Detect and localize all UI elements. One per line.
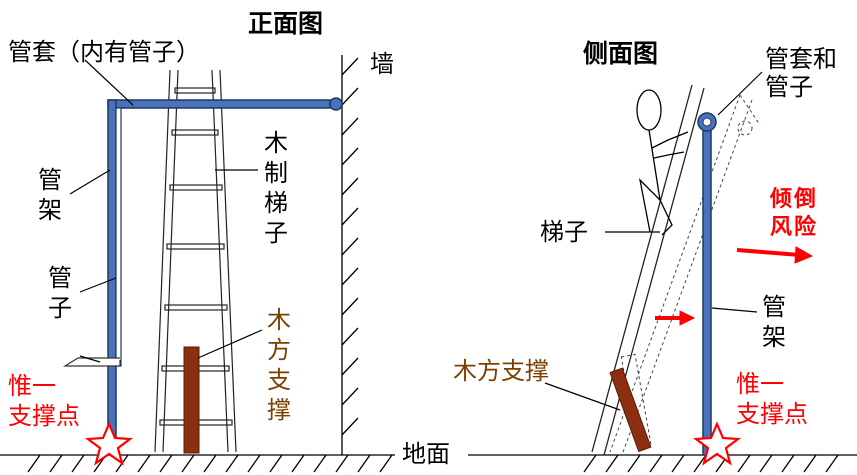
side-wood-support [609, 367, 652, 453]
front-ladder-label: 木制梯子 [264, 129, 288, 247]
ground-label: 地面 [402, 440, 450, 468]
front-only-support-label-1: 惟一 [8, 372, 56, 400]
front-only-support-label-2: 支撑点 [8, 402, 80, 430]
side-ladder-label: 梯子 [540, 218, 588, 246]
side-frame-label: 管架 [762, 293, 786, 351]
front-sleeve-label: 管套（内有管子） [8, 38, 200, 66]
side-only-support-label-2: 支撑点 [736, 400, 808, 428]
side-tipped-ladder-dashed [609, 94, 761, 456]
side-support-star [692, 421, 742, 466]
front-frame-label: 管架 [38, 166, 62, 224]
front-pipe-frame [62, 97, 343, 456]
side-wood-support-label: 木方支撑 [453, 357, 549, 385]
front-wood-support-label: 木方支撑 [267, 306, 291, 424]
front-wood-support [183, 346, 200, 454]
side-sleeve-pipe-label-2: 管子 [765, 73, 813, 101]
side-view-title: 侧面图 [583, 39, 659, 68]
front-view-title: 正面图 [248, 9, 324, 38]
front-support-star [84, 421, 134, 466]
front-leaders [69, 59, 263, 363]
wall-label: 墙 [370, 50, 394, 78]
side-pipe-frame [697, 112, 717, 456]
tip-risk-label-1: 倾倒 [770, 187, 819, 212]
front-pipe-label: 管子 [48, 264, 72, 322]
side-leaders [544, 71, 763, 411]
tip-arrows [655, 246, 814, 326]
wall [341, 55, 359, 455]
side-sleeve-pipe-label-1: 管套和 [765, 45, 837, 73]
side-only-support-label-1: 惟一 [736, 370, 784, 398]
person-figure [636, 89, 689, 236]
tip-risk-label-2: 风险 [770, 215, 819, 240]
side-ladder [591, 84, 705, 456]
